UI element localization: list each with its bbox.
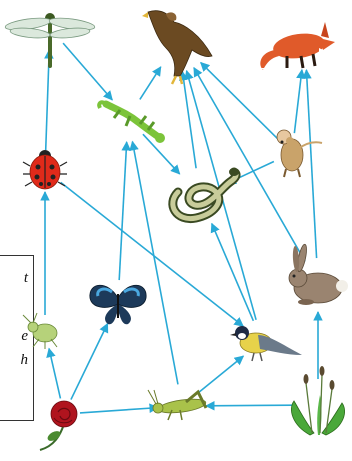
arrow-snake-to-eagle [182, 72, 196, 169]
grasshopper-icon [148, 390, 207, 420]
arrow-grasshopper-to-bird [199, 356, 243, 392]
arrow-plant-to-grasshopper [206, 405, 292, 406]
arrow-butterfly-to-lizard [119, 142, 127, 280]
rose-icon [40, 401, 77, 450]
ladybug-icon [23, 150, 67, 189]
arrow-rose-to-grasshopper [80, 408, 158, 413]
rabbit-icon [289, 244, 348, 305]
eagle-icon [142, 11, 212, 84]
arrow-rose-to-aphid [49, 349, 60, 399]
mouse-icon [277, 130, 322, 177]
arrow-mouse-to-fox [294, 70, 302, 133]
arrow-dragonfly-to-lizard [63, 43, 112, 100]
food-web-arrows [45, 43, 318, 413]
arrow-rose-to-butterfly [71, 324, 108, 400]
fox-icon [260, 22, 335, 70]
bird-icon [230, 326, 302, 361]
aphid-icon [23, 313, 57, 349]
snake-icon [173, 168, 239, 219]
lizard-icon [99, 102, 165, 143]
arrow-grasshopper-to-lizard [132, 142, 178, 385]
arrow-lizard-to-eagle [140, 67, 161, 100]
arrow-rabbit-to-fox [306, 70, 316, 258]
dragonfly-icon [5, 13, 96, 66]
butterfly-icon [90, 285, 146, 324]
